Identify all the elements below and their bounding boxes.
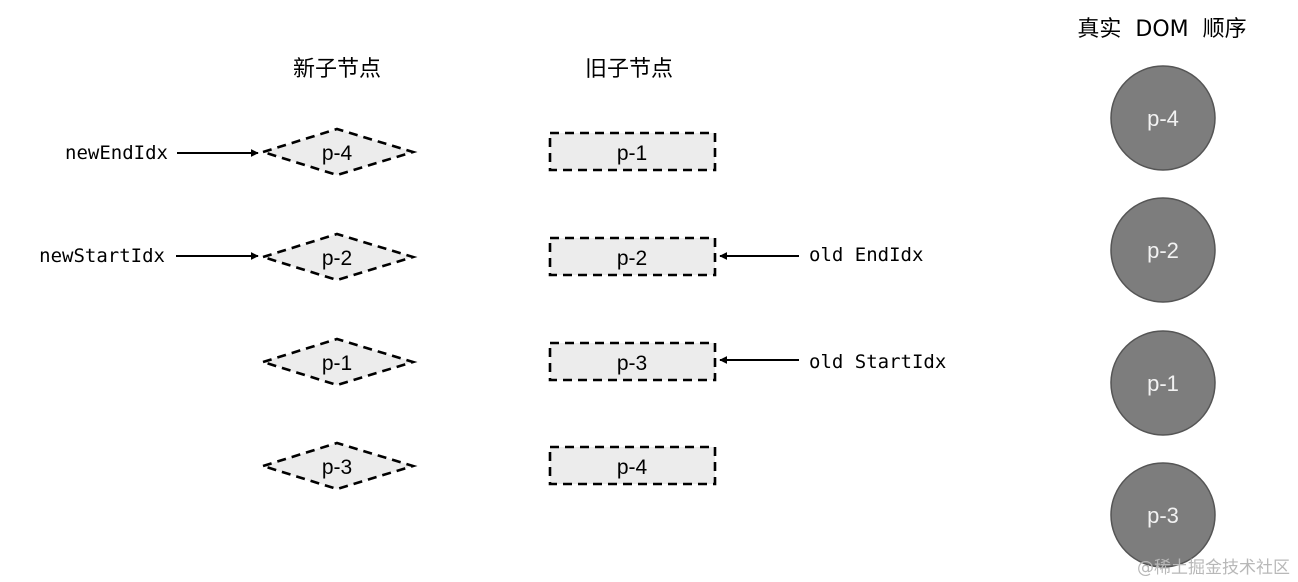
new-child-label: p-1: [322, 352, 352, 375]
old-start-idx-pointer: old StartIdx: [719, 351, 946, 373]
new-child-node: p-1: [258, 337, 418, 387]
real-dom-node: p-4: [1110, 65, 1216, 171]
old-child-label: p-2: [617, 247, 647, 270]
new-end-idx-pointer: newEndIdx: [65, 142, 259, 164]
real-dom-label: p-3: [1147, 503, 1179, 528]
old-child-label: p-4: [617, 456, 648, 479]
real-dom-label: p-4: [1147, 106, 1179, 131]
watermark: @稀土掘金技术社区: [1137, 558, 1290, 578]
new-children-heading: 新子节点: [293, 57, 381, 82]
real-dom-order-heading: 真实 DOM 顺序: [1077, 17, 1246, 42]
new-start-idx-pointer: newStartIdx: [39, 245, 259, 267]
old-end-idx-pointer: old EndIdx: [719, 244, 923, 266]
old-child-node: p-4: [548, 445, 717, 486]
new-child-label: p-2: [322, 247, 352, 270]
new-child-label: p-4: [322, 142, 353, 165]
real-dom-node: p-2: [1110, 197, 1216, 303]
real-dom-label: p-1: [1147, 371, 1179, 396]
real-dom-label: p-2: [1147, 238, 1179, 263]
old-child-node: p-2: [548, 236, 717, 277]
real-dom-node: p-1: [1110, 330, 1216, 436]
new-child-node: p-2: [258, 232, 418, 282]
real-dom-node: p-3: [1110, 462, 1216, 568]
new-start-idx-label: newStartIdx: [39, 245, 165, 267]
new-child-label: p-3: [322, 456, 352, 479]
old-child-label: p-3: [617, 352, 647, 375]
old-child-node: p-3: [548, 341, 717, 382]
new-child-node: p-4: [258, 127, 418, 177]
old-child-label: p-1: [617, 142, 647, 165]
old-end-idx-label: old EndIdx: [809, 244, 923, 266]
old-children-heading: 旧子节点: [585, 57, 673, 82]
old-child-node: p-1: [548, 131, 717, 172]
new-end-idx-label: newEndIdx: [65, 142, 168, 164]
new-child-node: p-3: [258, 441, 418, 491]
old-start-idx-label: old StartIdx: [809, 351, 946, 373]
